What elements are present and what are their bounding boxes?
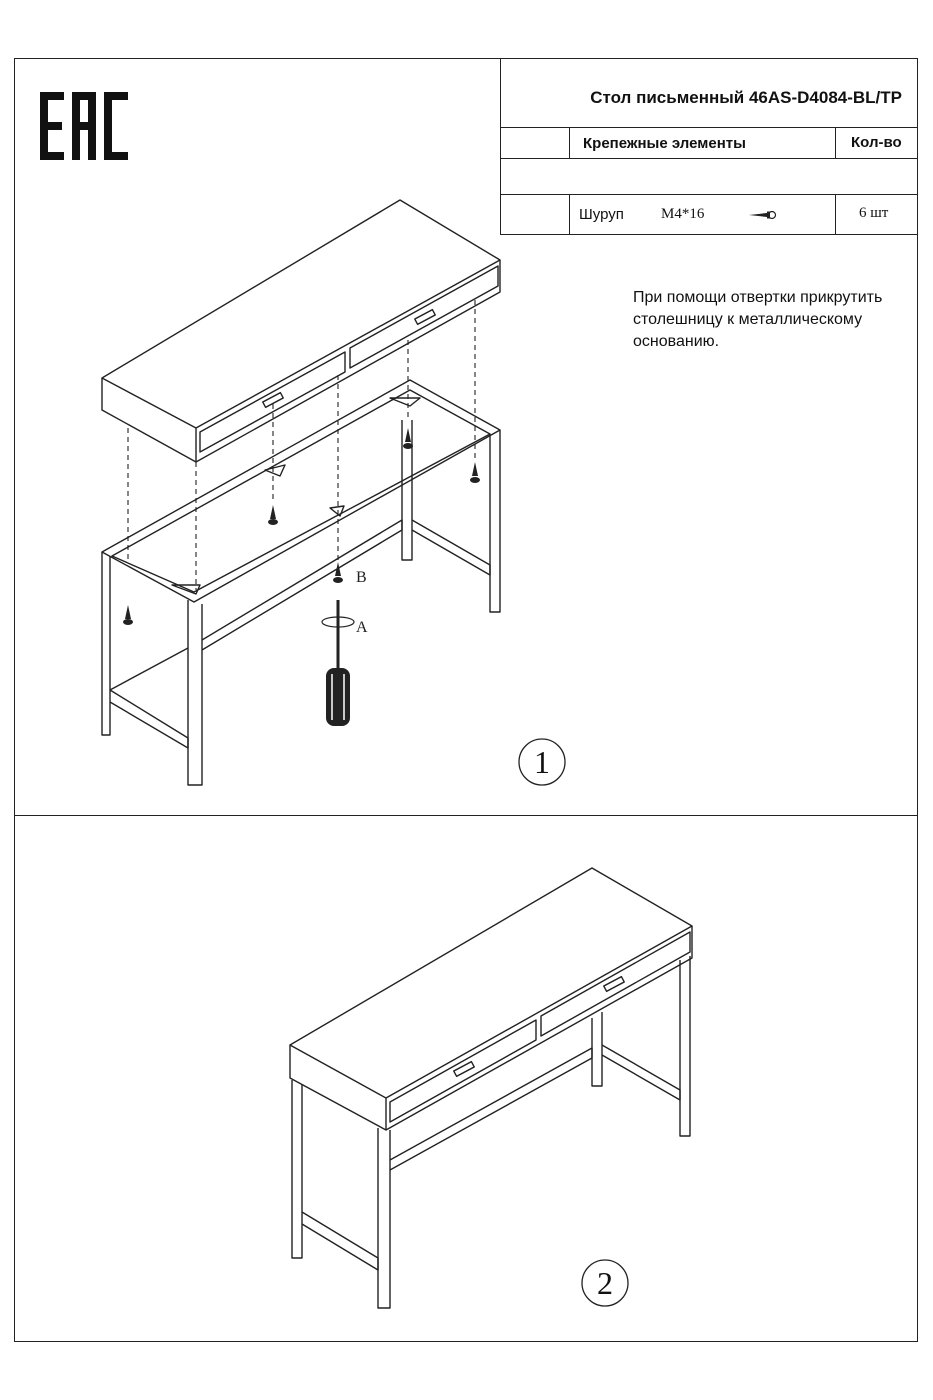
step-number-1: 1	[517, 737, 567, 787]
page-frame	[14, 58, 918, 1342]
column-divider	[835, 128, 836, 159]
eac-logo	[40, 92, 128, 160]
part-qty: 6 шт	[859, 205, 889, 221]
screw-icon	[749, 210, 777, 220]
column-header-parts: Крепежные элементы	[583, 135, 746, 152]
assembly-instruction: При помощи отвертки прикрутить столешниц…	[633, 289, 883, 350]
part-name: Шуруп	[579, 206, 624, 223]
label-a: A	[356, 619, 368, 636]
column-divider	[569, 195, 570, 235]
column-divider	[569, 128, 570, 159]
product-title: Стол письменный 46AS-D4084-BL/TP	[590, 88, 902, 107]
column-header-qty: Кол-во	[851, 134, 902, 151]
screw-icons	[123, 428, 480, 625]
part-size: M4*16	[661, 206, 705, 222]
column-divider	[835, 195, 836, 235]
parts-table: Крепежные элементы Кол-во Шуруп M4*16 6 …	[500, 128, 918, 235]
step-number-2: 2	[580, 1258, 630, 1308]
table-header-row	[501, 128, 918, 159]
screwdriver-icon	[321, 600, 355, 726]
table-empty-row	[501, 159, 918, 195]
section-divider	[14, 815, 918, 816]
title-cell: Стол письменный 46AS-D4084-BL/TP	[500, 58, 918, 128]
label-b: B	[356, 569, 367, 586]
